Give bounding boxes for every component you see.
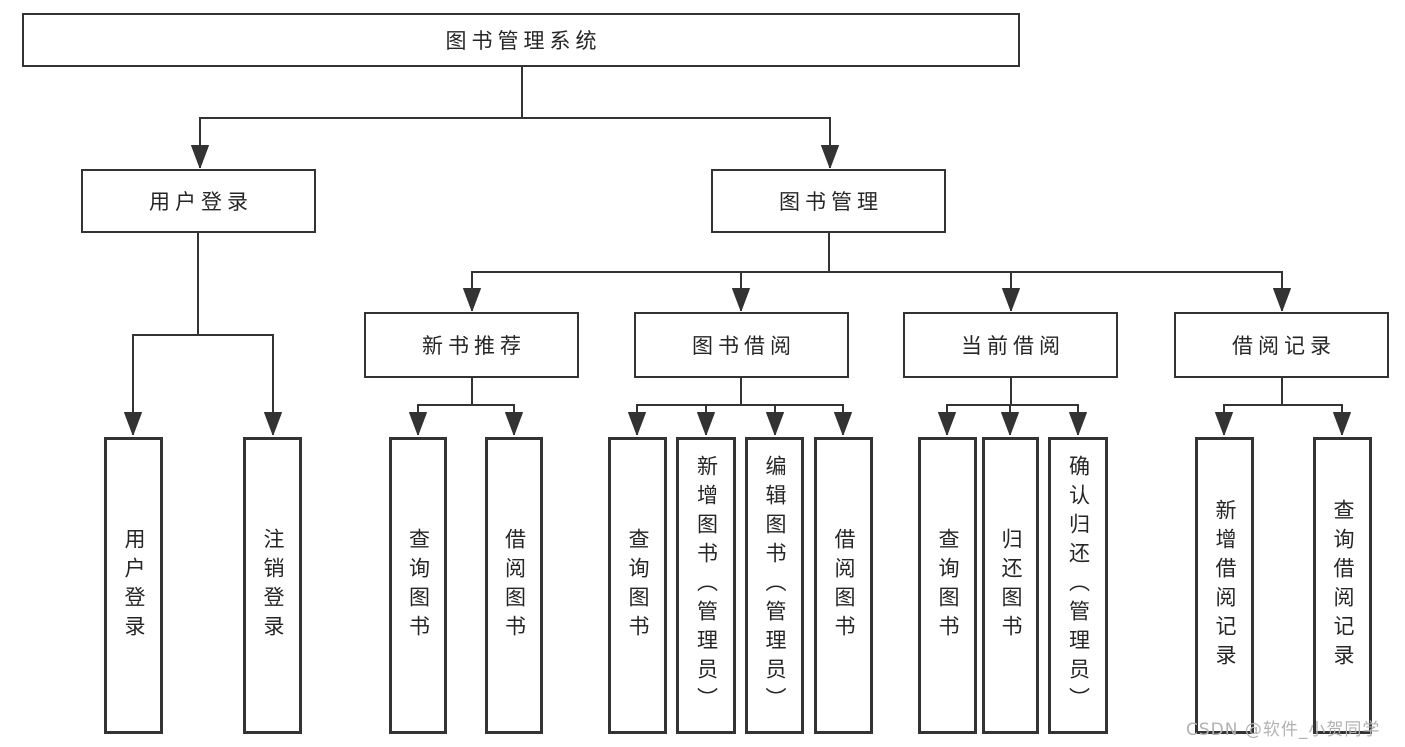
node-label: 图书管理系统 — [445, 29, 602, 53]
leaf-return-books: 归还图书 — [982, 437, 1039, 734]
node-book-management: 图书管理 — [711, 169, 946, 233]
node-label: 借阅图书 — [832, 527, 856, 644]
tree-edges — [133, 66, 1342, 435]
node-label: 查询图书 — [406, 527, 431, 644]
node-label: 注销登录 — [261, 527, 285, 644]
leaf-add-borrow-record: 新增借阅记录 — [1195, 437, 1254, 734]
node-label: 新增图书（管理员） — [694, 455, 719, 716]
leaf-add-book-admin: 新增图书（管理员） — [676, 437, 736, 734]
node-label: 查询图书 — [936, 527, 960, 644]
leaf-confirm-return-admin: 确认归还（管理员） — [1048, 437, 1108, 734]
leaf-borrow-books-recommend: 借阅图书 — [485, 437, 543, 734]
node-label: 新书推荐 — [422, 334, 526, 358]
node-label: 归还图书 — [999, 527, 1023, 644]
node-root-library-system: 图书管理系统 — [22, 13, 1020, 67]
leaf-edit-book-admin: 编辑图书（管理员） — [745, 437, 804, 734]
leaf-borrow-books-borrowing: 借阅图书 — [814, 437, 873, 734]
node-label: 图书管理 — [779, 190, 883, 214]
node-user-login: 用户登录 — [81, 169, 316, 233]
node-book-borrowing: 图书借阅 — [634, 312, 849, 378]
leaf-query-borrow-record: 查询借阅记录 — [1313, 437, 1372, 734]
node-label: 确认归还（管理员） — [1066, 455, 1091, 716]
node-label: 用户登录 — [149, 190, 253, 214]
csdn-watermark: CSDN @软件_小贺同学 — [1186, 720, 1381, 740]
node-label: 图书借阅 — [692, 334, 796, 358]
node-label: 查询借阅记录 — [1331, 498, 1355, 673]
node-label: 编辑图书（管理员） — [763, 455, 787, 716]
node-new-book-recommend: 新书推荐 — [364, 312, 579, 378]
node-label: 借阅记录 — [1232, 334, 1336, 358]
leaf-query-books-borrowing: 查询图书 — [608, 437, 667, 734]
leaf-user-login: 用户登录 — [104, 437, 163, 734]
leaf-logout-login: 注销登录 — [243, 437, 302, 734]
node-label: 借阅图书 — [502, 527, 527, 644]
node-label: 用户登录 — [122, 527, 146, 644]
leaf-query-books-recommend: 查询图书 — [389, 437, 447, 734]
leaf-query-books-current: 查询图书 — [918, 437, 977, 734]
node-current-borrowing: 当前借阅 — [903, 312, 1118, 378]
node-label: 当前借阅 — [961, 334, 1065, 358]
node-label: 新增借阅记录 — [1213, 498, 1237, 673]
node-borrowing-records: 借阅记录 — [1174, 312, 1389, 378]
node-label: 查询图书 — [626, 527, 650, 644]
